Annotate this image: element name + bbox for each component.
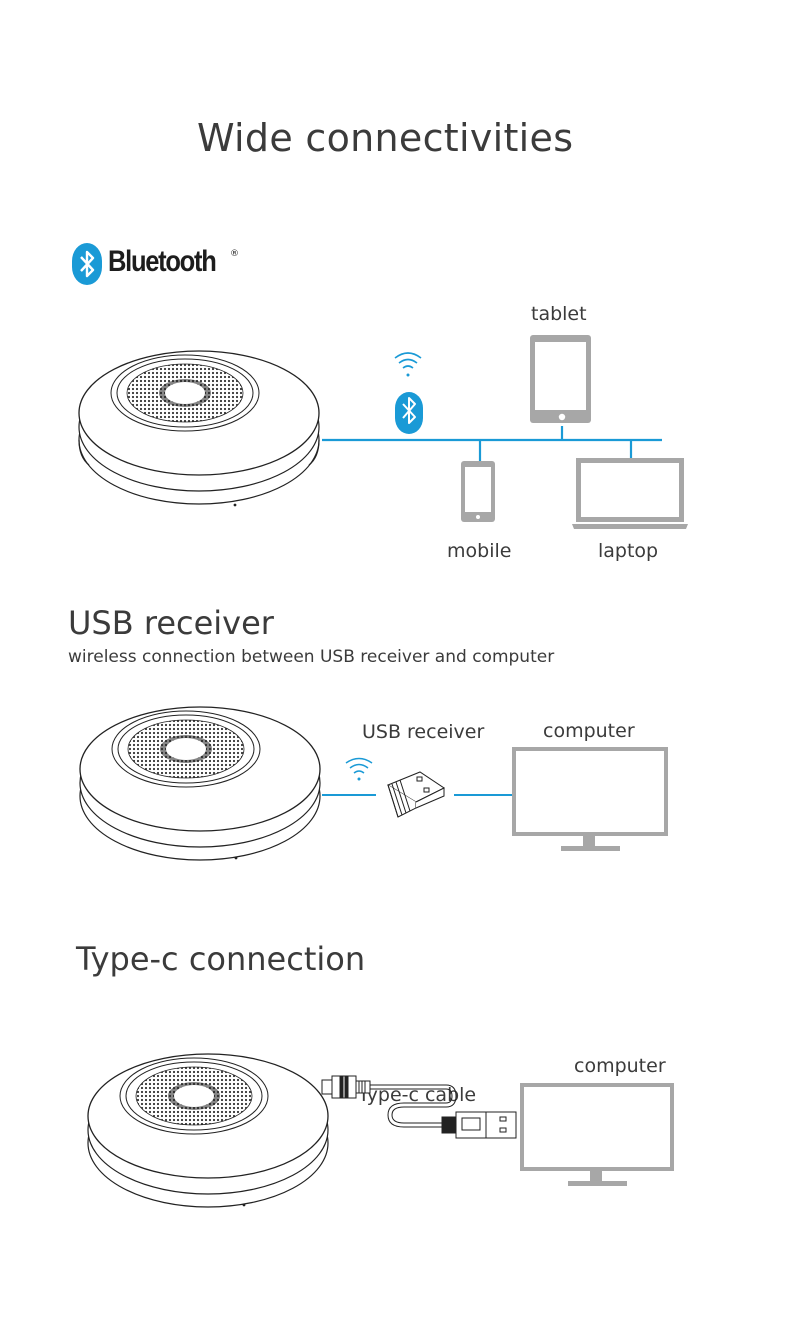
mobile-label: mobile xyxy=(447,540,512,562)
laptop-label: laptop xyxy=(598,540,659,562)
bluetooth-network-diagram xyxy=(322,335,688,529)
usb-diagram xyxy=(322,747,668,851)
usb-heading: USB receiver xyxy=(68,604,274,642)
speakerphone xyxy=(78,350,320,507)
typec-diagram xyxy=(321,1075,674,1186)
computer-monitor-icon xyxy=(520,1083,674,1186)
usb-computer-label: computer xyxy=(543,720,635,742)
typec-heading: Type-c connection xyxy=(76,940,366,978)
tablet-label: tablet xyxy=(531,303,587,325)
speakerphone xyxy=(79,706,321,861)
usb-receiver-label: USB receiver xyxy=(362,721,485,743)
wifi-icon xyxy=(394,352,422,377)
page-title: Wide connectivities xyxy=(197,116,574,160)
bluetooth-brand: Bluetooth ® xyxy=(70,243,270,287)
bluetooth-logo-icon xyxy=(72,243,102,285)
registered-mark: ® xyxy=(230,249,239,259)
laptop-icon xyxy=(572,458,688,529)
computer-monitor-icon xyxy=(512,747,668,851)
bluetooth-icon xyxy=(395,392,423,434)
wifi-icon xyxy=(345,757,373,781)
mobile-icon xyxy=(461,461,495,522)
usb-subtitle: wireless connection between USB receiver… xyxy=(68,647,555,667)
bluetooth-brand-label: Bluetooth xyxy=(108,245,217,278)
typec-computer-label: computer xyxy=(574,1055,666,1077)
usb-receiver-icon xyxy=(386,771,445,818)
tablet-icon xyxy=(530,335,591,423)
speakerphone xyxy=(87,1053,329,1208)
typec-cable-icon xyxy=(321,1075,517,1139)
